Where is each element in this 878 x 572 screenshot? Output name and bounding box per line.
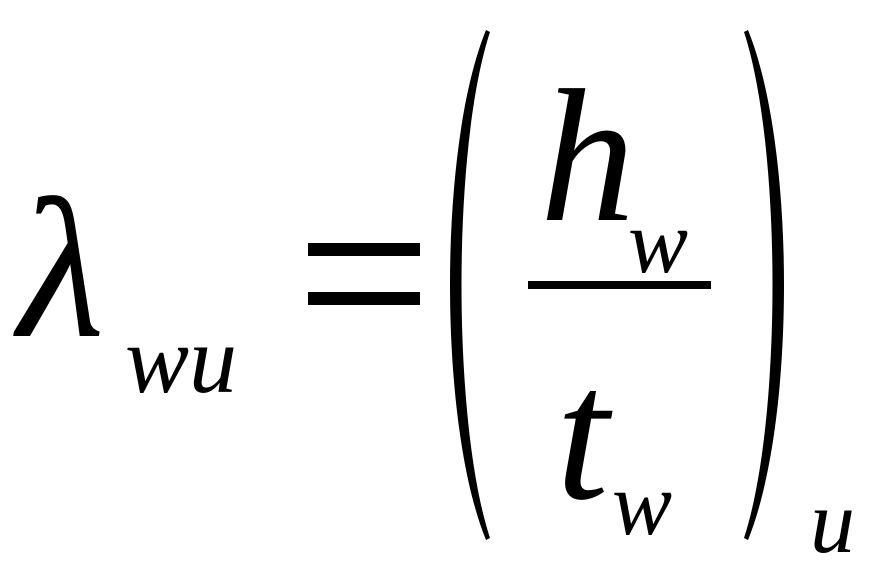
equals-top-bar <box>308 243 420 256</box>
lambda-subscript: wu <box>125 306 238 413</box>
outer-subscript: u <box>810 473 855 572</box>
denominator-t: t <box>556 330 609 540</box>
numerator-h: h <box>540 52 635 262</box>
right-parenthesis <box>744 30 784 540</box>
denominator-subscript: w <box>612 455 673 554</box>
equals-sign <box>308 243 420 305</box>
lambda-symbol: λ <box>18 159 105 380</box>
fraction-bar <box>528 281 711 289</box>
left-parenthesis <box>450 30 490 540</box>
numerator-subscript: w <box>628 193 689 292</box>
equals-bottom-bar <box>308 292 420 305</box>
